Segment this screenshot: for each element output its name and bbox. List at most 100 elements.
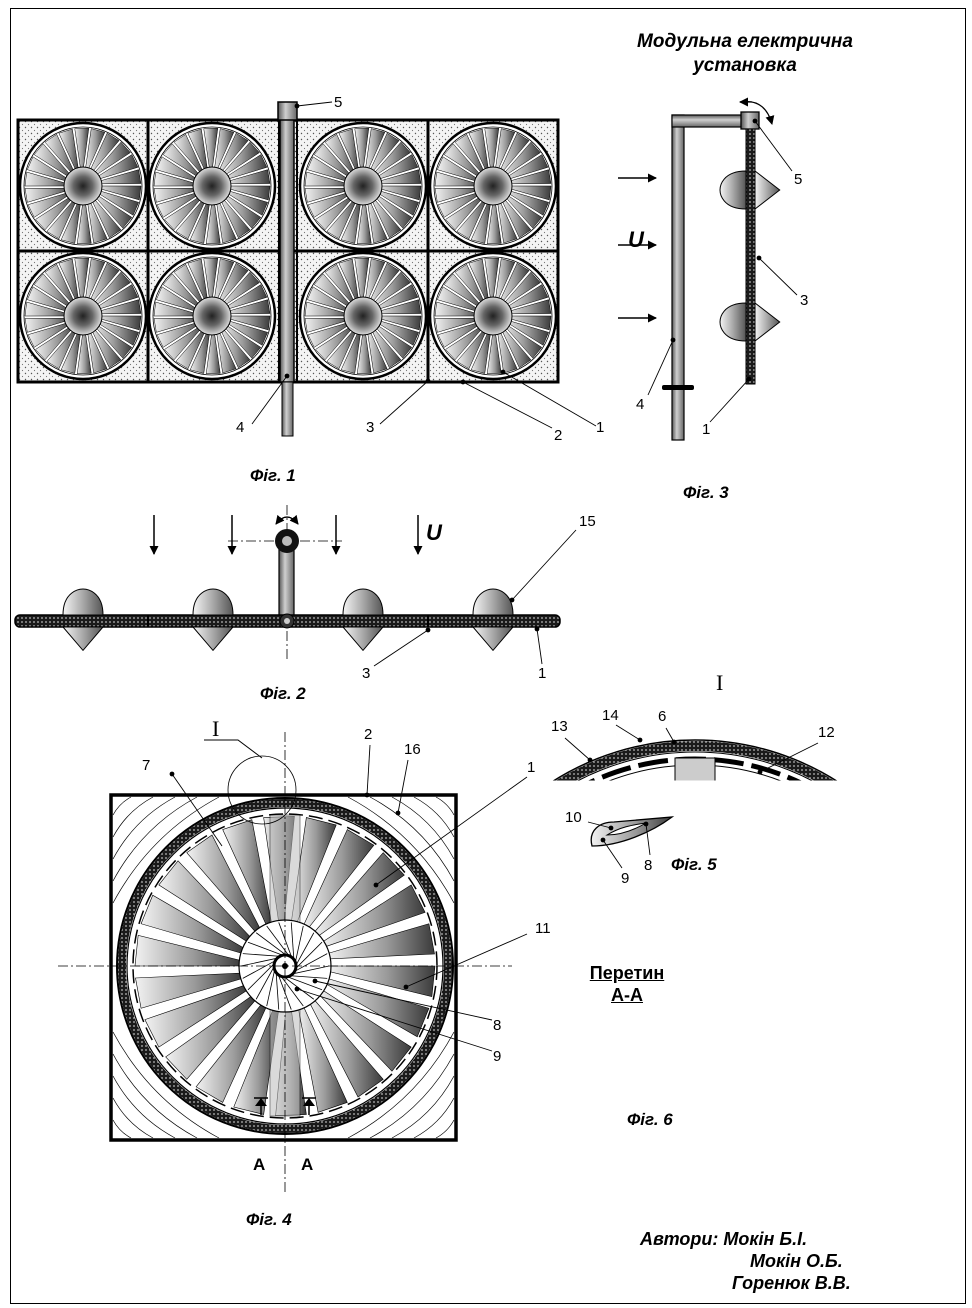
- flow-line: [112, 1031, 220, 1139]
- leader-dot: [746, 376, 752, 382]
- fig3-concentrators: [719, 169, 781, 343]
- wind-wheel: [298, 251, 428, 381]
- wind-wheel: [428, 251, 558, 381]
- leader-dot: [637, 737, 643, 743]
- leader-dot: [425, 627, 431, 633]
- label-fig5-6: 6: [658, 708, 666, 725]
- wheel-hub: [343, 296, 383, 336]
- flow-arrows: [149, 514, 423, 555]
- leader-dot: [752, 118, 758, 124]
- fig1-caption: Фіг. 1: [250, 466, 296, 485]
- wheel-rim-inner: [23, 126, 143, 246]
- concentrator-top: [342, 588, 384, 616]
- wheel-rim-inner: [303, 126, 423, 246]
- wind-wheel: [18, 121, 148, 251]
- label-fig4-9: 9: [493, 1048, 501, 1065]
- concentrator-bottom: [341, 626, 385, 652]
- fig1-wind-wheels: [18, 121, 558, 381]
- leader-dot: [364, 792, 370, 798]
- authors-prefix: Автори:: [640, 1229, 719, 1249]
- leader-dot: [608, 825, 614, 831]
- label-fig6-9: 9: [621, 870, 629, 887]
- leader-line: [379, 380, 429, 425]
- label-fig2-3: 3: [362, 665, 370, 682]
- label-fig4-2: 2: [364, 726, 372, 743]
- leader-dot: [509, 597, 515, 603]
- concentrator-right: [754, 169, 781, 211]
- leader-line: [397, 759, 409, 814]
- wind-wheel: [428, 121, 558, 251]
- flow-line: [369, 1053, 455, 1139]
- wheel-rim-inner: [23, 256, 143, 376]
- leader-line: [564, 737, 591, 761]
- detail-mark-fig5: I: [716, 670, 723, 695]
- wheel-rim-inner: [433, 256, 553, 376]
- wheel-hub: [473, 296, 513, 336]
- fig4-flow-lines: [112, 796, 455, 1139]
- wheel-hub: [192, 296, 232, 336]
- leader-line: [647, 339, 674, 396]
- label-fig3-1: 1: [702, 421, 710, 438]
- label-fig1-5: 5: [334, 94, 342, 111]
- wheel-rim-inner: [152, 256, 272, 376]
- wind-wheel: [147, 251, 277, 381]
- concentrator-bottom: [61, 626, 105, 652]
- leader-dot: [395, 810, 401, 816]
- flow-line: [435, 796, 455, 816]
- label-fig2-1: 1: [538, 665, 546, 682]
- wheel-hub: [473, 166, 513, 206]
- leader-line: [645, 823, 651, 856]
- fig1-panel-array: [16, 101, 560, 437]
- author-1: Мокін Б.І.: [723, 1229, 808, 1249]
- flow-line: [347, 796, 455, 904]
- concentrator-bottom: [471, 626, 515, 652]
- wheel-hub: [343, 166, 383, 206]
- section-mark-right: А: [301, 1155, 313, 1174]
- flow-line: [435, 1119, 455, 1139]
- leader-dot: [756, 255, 762, 261]
- leader-line: [758, 257, 798, 296]
- wheel-rim-inner: [303, 256, 423, 376]
- leader-line: [615, 724, 641, 741]
- fig5-rim-detail: [540, 739, 850, 784]
- flow-line: [112, 796, 154, 838]
- title-line-1: Модульна електрична: [637, 31, 853, 52]
- flow-line: [391, 1075, 455, 1139]
- label-fig3-3: 3: [800, 292, 808, 309]
- section-arrows: [254, 1097, 316, 1115]
- leader-dot: [284, 373, 290, 379]
- flow-line: [112, 1075, 176, 1139]
- concentrator-top: [472, 588, 514, 616]
- fig2-caption: Фіг. 2: [260, 684, 306, 703]
- label-fig6-10: 10: [565, 809, 582, 826]
- label-fig5-13: 13: [551, 718, 568, 735]
- label-fig4-7: 7: [142, 757, 150, 774]
- fig4-module-detail: [58, 732, 512, 1192]
- wheel-hub: [63, 296, 103, 336]
- label-fig4-11: 11: [535, 920, 551, 937]
- wind-wheel: [18, 251, 148, 381]
- reference-numbers: 5 4 3 2 1 15 3 1 5 3 4 1 2 16 7 1 11 8 9…: [142, 94, 835, 1065]
- wheel-rim-inner: [433, 126, 553, 246]
- label-fig2-15: 15: [579, 513, 596, 530]
- leader-dot: [671, 739, 677, 745]
- label-fig5-12: 12: [818, 724, 835, 741]
- label-fig1-2: 2: [554, 427, 562, 444]
- leader-line: [709, 378, 750, 423]
- title-line-2: установка: [693, 55, 797, 76]
- leader-dot: [373, 882, 379, 888]
- leader-line: [462, 381, 553, 429]
- leader-line: [602, 839, 623, 869]
- fig3-side-view: [618, 97, 781, 441]
- label-fig4-1: 1: [527, 759, 535, 776]
- leader-dot: [425, 378, 431, 384]
- flow-line: [112, 796, 176, 860]
- fig5-caption: Фіг. 5: [671, 855, 717, 874]
- leader-line: [754, 120, 793, 172]
- flow-line: [413, 1097, 455, 1139]
- leader-line: [296, 988, 493, 1052]
- leader-line: [373, 629, 429, 667]
- leader-line: [587, 821, 612, 829]
- concentrator-bottom: [191, 626, 235, 652]
